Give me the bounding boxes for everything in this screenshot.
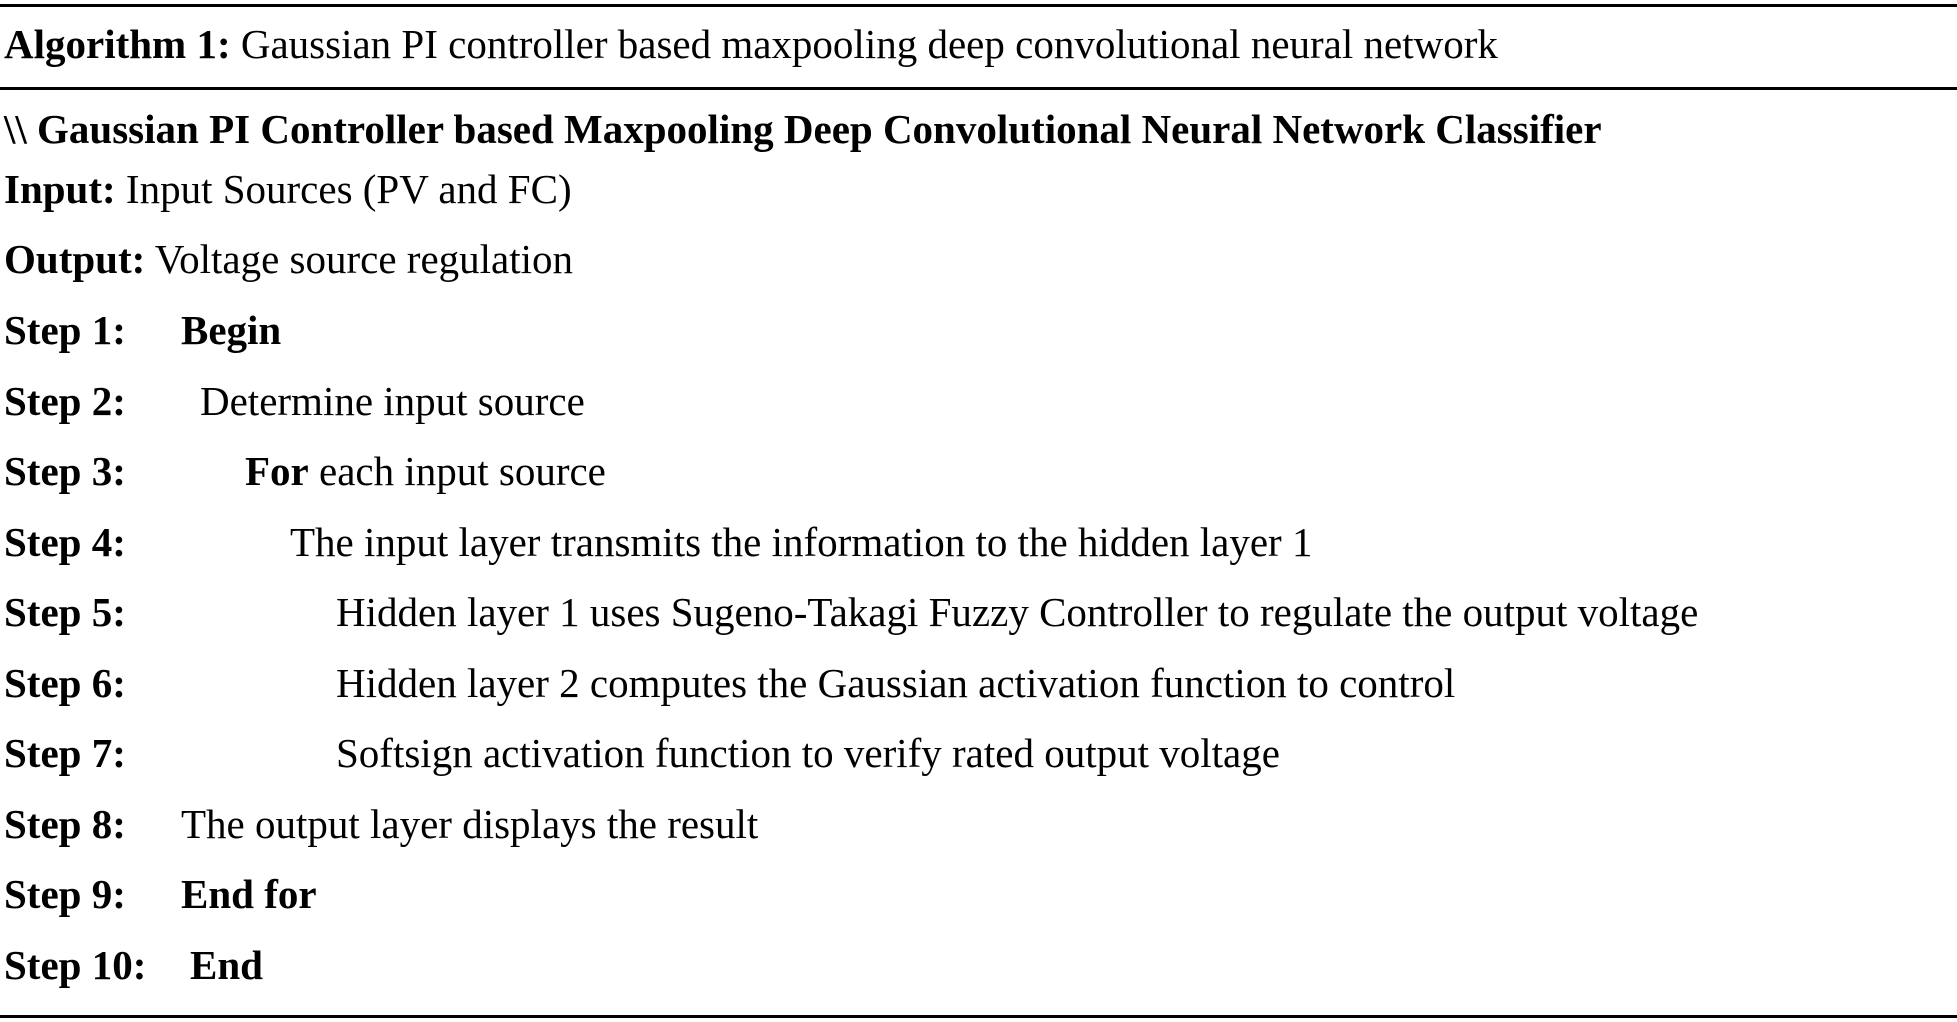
- caption-text: Gaussian PI controller based maxpooling …: [240, 21, 1498, 67]
- step-label: Step 3:: [4, 448, 126, 494]
- step-label: Step 1:: [4, 307, 126, 353]
- step-keyword: Begin: [181, 307, 282, 353]
- step-text: Hidden layer 2 computes the Gaussian act…: [336, 660, 1456, 706]
- step-keyword: End for: [181, 871, 317, 917]
- top-rule: [0, 4, 1957, 7]
- step-text: The input layer transmits the informatio…: [290, 519, 1313, 565]
- step-label: Step 10:: [4, 942, 147, 988]
- step-body: For each input source: [245, 447, 606, 495]
- output-text: Voltage source regulation: [154, 236, 574, 282]
- step-label: Step 4:: [4, 519, 126, 565]
- step-keyword: End: [190, 942, 263, 988]
- step-label: Step 6:: [4, 660, 126, 706]
- algorithm-caption: Algorithm 1: Gaussian PI controller base…: [4, 20, 1498, 68]
- step-label: Step 7:: [4, 730, 126, 776]
- step-label: Step 5:: [4, 589, 126, 635]
- step-text: Determine input source: [200, 378, 585, 424]
- output-line: Output: Voltage source regulation: [4, 235, 573, 283]
- input-text: Input Sources (PV and FC): [125, 166, 572, 212]
- input-label: Input:: [4, 166, 116, 212]
- bottom-rule: [0, 1015, 1957, 1018]
- step-text: Hidden layer 1 uses Sugeno-Takagi Fuzzy …: [336, 589, 1699, 635]
- step-label: Step 2:: [4, 378, 126, 424]
- algorithm-heading: \\ Gaussian PI Controller based Maxpooli…: [4, 106, 1602, 152]
- step-label: Step 8:: [4, 801, 126, 847]
- input-line: Input: Input Sources (PV and FC): [4, 165, 572, 213]
- caption-label: Algorithm 1:: [4, 21, 231, 67]
- step-text: each input source: [308, 448, 606, 494]
- output-label: Output:: [4, 236, 146, 282]
- step-text: Softsign activation function to verify r…: [336, 730, 1280, 776]
- step-keyword: For: [245, 448, 309, 494]
- step-label: Step 9:: [4, 871, 126, 917]
- step-text: The output layer displays the result: [181, 801, 759, 847]
- caption-rule: [0, 87, 1957, 90]
